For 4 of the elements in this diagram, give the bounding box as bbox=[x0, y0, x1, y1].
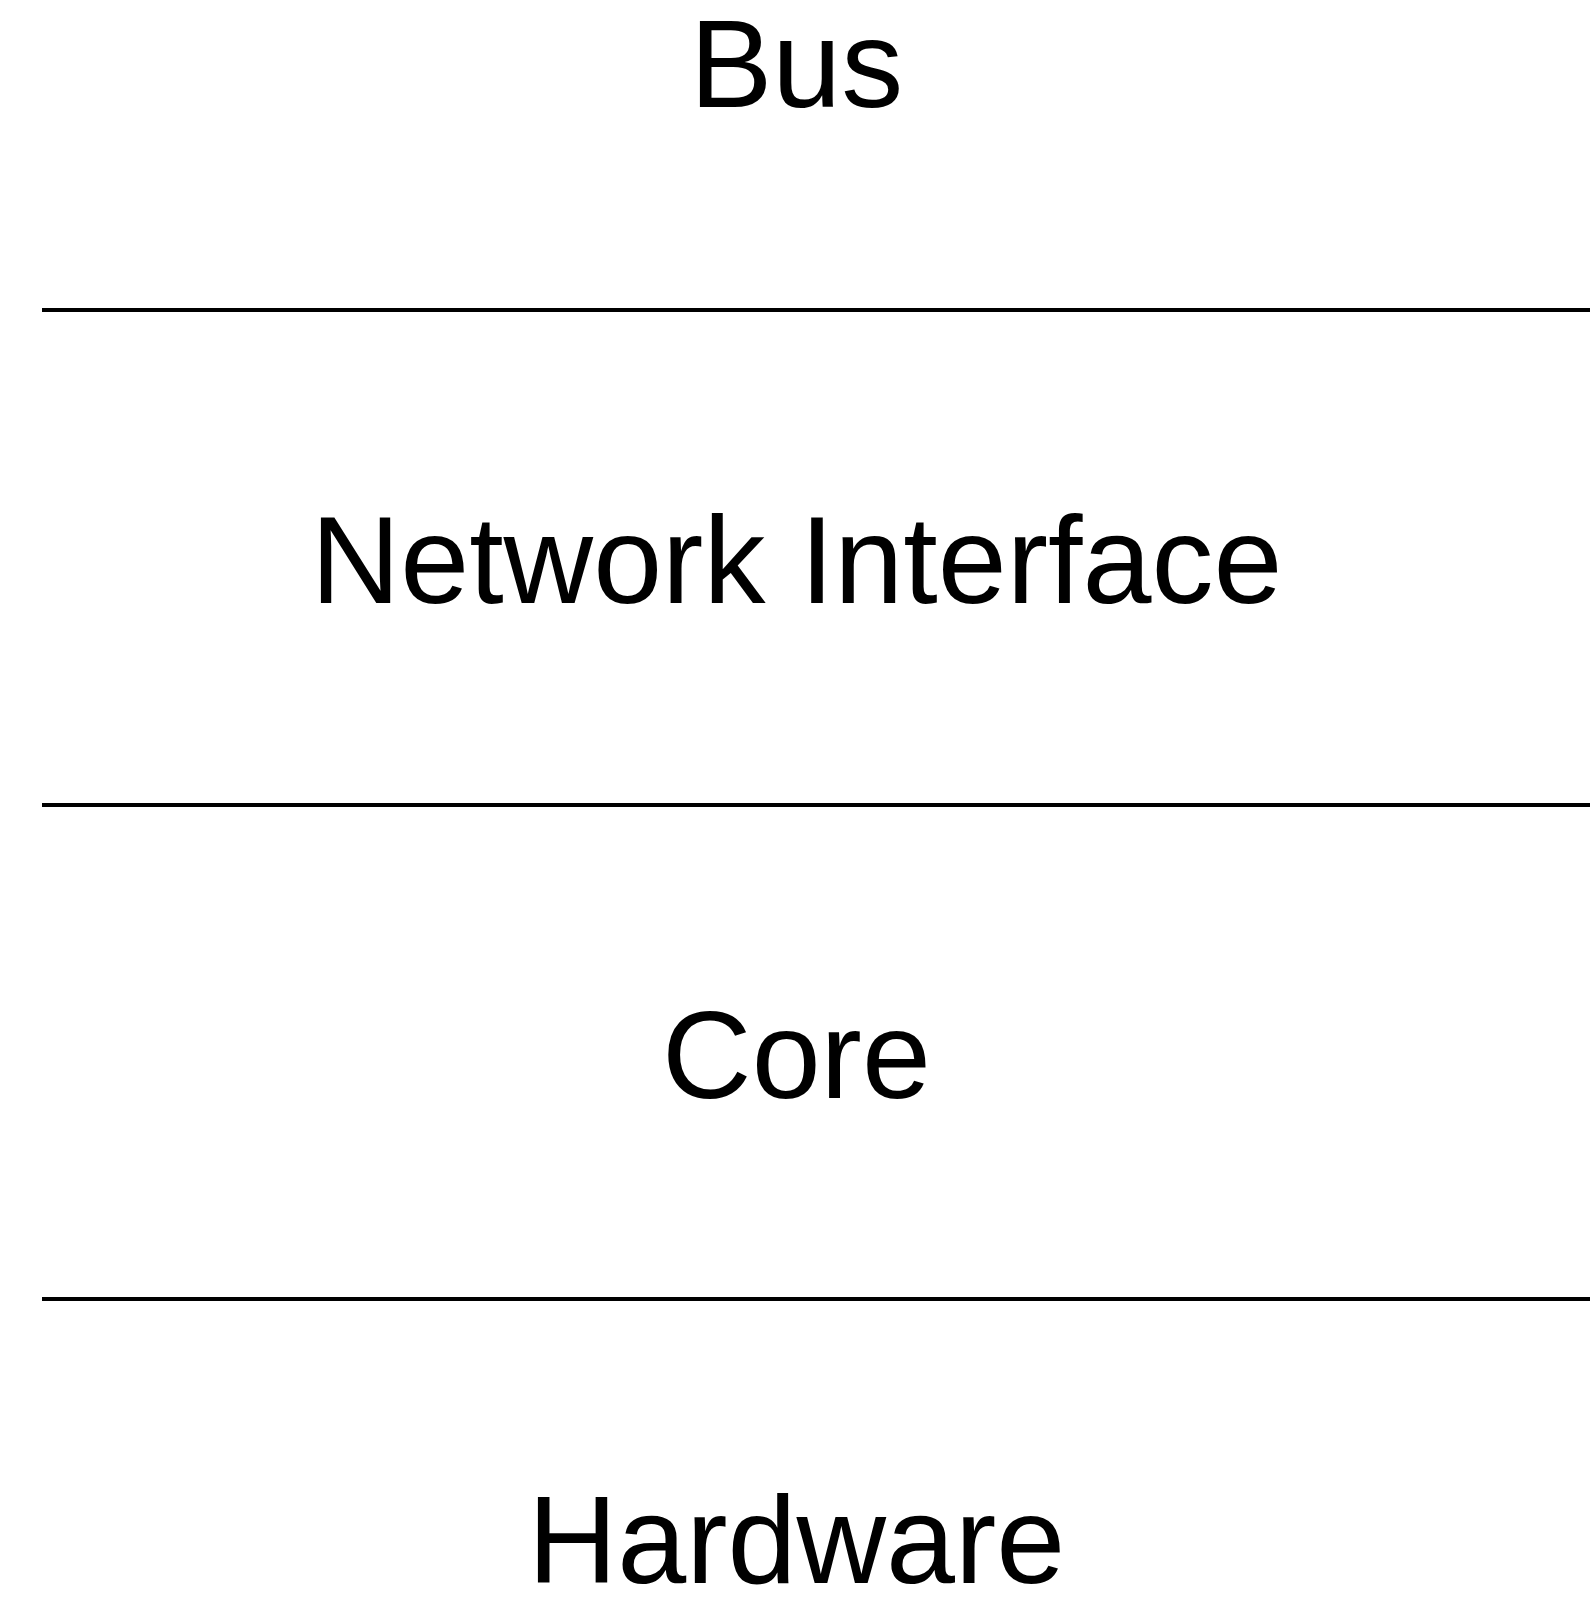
layer-label: Bus bbox=[689, 0, 904, 133]
layer-label: Network Interface bbox=[310, 491, 1283, 629]
layer-label: Core bbox=[662, 986, 931, 1124]
layer-label: Hardware bbox=[527, 1471, 1066, 1602]
